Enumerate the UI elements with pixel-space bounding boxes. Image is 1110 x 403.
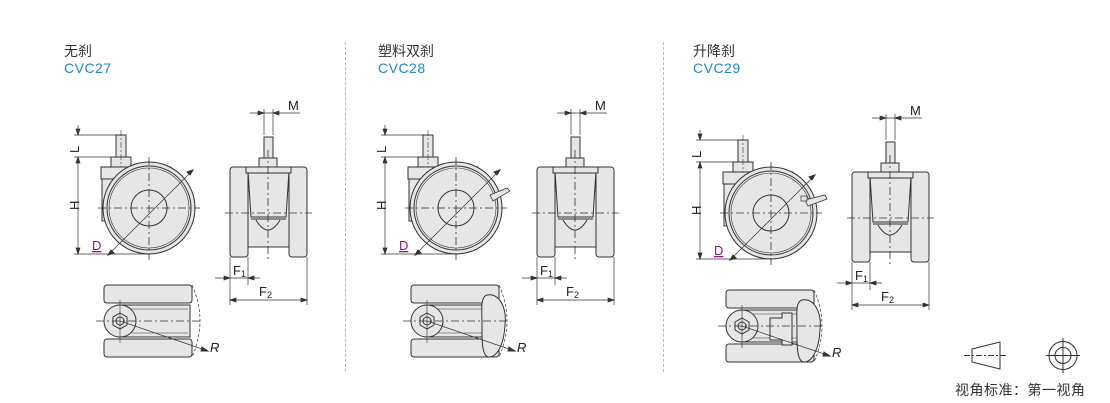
brake-lever [800, 194, 828, 207]
fork-body [869, 175, 912, 223]
caster-drawing-cvc29: L H D [689, 103, 934, 363]
dimension-F2 [535, 257, 616, 305]
left-wheel [229, 166, 249, 258]
dimension-label-L: L [67, 146, 82, 153]
dimension-L [696, 130, 738, 163]
dimension-label-L: L [689, 151, 704, 158]
dimension-F1 [215, 257, 260, 305]
dimension-label-H: H [374, 201, 389, 210]
product-title-cvc29: 升降刹 [693, 43, 735, 59]
dimension-label-F2: F2 [566, 284, 579, 300]
dimension-F2 [850, 262, 931, 310]
top-wheel-lower [103, 338, 193, 358]
dimension-F1 [837, 262, 882, 310]
dimension-H [696, 160, 771, 261]
dimension-label-L: L [374, 146, 389, 153]
dimension-label-M: M [910, 103, 921, 118]
threaded-stem [885, 141, 896, 164]
top-view [96, 284, 210, 358]
threaded-stem [263, 136, 274, 159]
section-divider [345, 42, 346, 372]
dimension-label-F2: F2 [881, 289, 894, 305]
front-view [847, 141, 934, 265]
dimension-label-D: D [714, 243, 723, 258]
front-view [532, 136, 619, 260]
brake-pedal-top [481, 294, 506, 358]
dimension-label-F1: F1 [855, 268, 868, 284]
section-divider [663, 42, 664, 372]
fork-body [554, 170, 597, 218]
dimension-M [557, 109, 607, 135]
caster-drawing-cvc28: L H D [374, 98, 619, 358]
right-wheel [910, 171, 930, 263]
top-wheel-upper [410, 284, 500, 304]
dimension-label-D: D [399, 238, 408, 253]
dimension-H [381, 155, 456, 256]
front-view [225, 136, 312, 260]
product-title-cvc28: 塑料双刹 [378, 43, 434, 59]
dimension-label-F1: F1 [233, 263, 246, 279]
threaded-stem [570, 136, 581, 159]
dimension-label-R: R [517, 340, 526, 355]
dimension-L [74, 125, 116, 158]
dimension-F1 [522, 257, 567, 305]
truncated-cone-icon [964, 341, 1008, 370]
dimension-M [872, 114, 922, 140]
dimension-label-R: R [832, 345, 841, 360]
product-code-cvc28: CVC28 [378, 60, 426, 76]
dimension-label-F2: F2 [259, 284, 272, 300]
dimension-M [250, 109, 300, 135]
top-wheel-upper [103, 284, 193, 304]
dimension-label-M: M [288, 98, 299, 113]
top-wheel-upper [725, 289, 815, 309]
side-view [98, 130, 200, 260]
product-code-cvc29: CVC29 [693, 60, 741, 76]
caster-drawing-cvc27: L H D [67, 98, 312, 358]
left-wheel [536, 166, 556, 258]
concentric-circles-icon [1046, 338, 1080, 373]
first-angle-projection-symbol [964, 338, 1080, 373]
top-view [403, 284, 517, 358]
dimension-H [74, 155, 149, 256]
dimension-F2 [228, 257, 309, 305]
fork-body [247, 170, 290, 218]
dimension-label-H: H [67, 201, 82, 210]
product-code-cvc27: CVC27 [64, 60, 112, 76]
dimension-label-M: M [595, 98, 606, 113]
side-view [405, 130, 511, 260]
dimension-label-H: H [689, 206, 704, 215]
product-title-cvc27: 无刹 [64, 43, 92, 59]
brake-lever [489, 187, 511, 202]
dimension-L [381, 125, 423, 158]
left-wheel [851, 171, 871, 263]
dimension-label-D: D [92, 238, 101, 253]
projection-standard-label: 视角标准：第一视角 [955, 382, 1086, 398]
side-view [720, 135, 828, 265]
dimension-label-F1: F1 [540, 263, 553, 279]
top-view [718, 289, 832, 363]
right-wheel [595, 166, 615, 258]
dimension-label-R: R [210, 340, 219, 355]
right-wheel [288, 166, 308, 258]
